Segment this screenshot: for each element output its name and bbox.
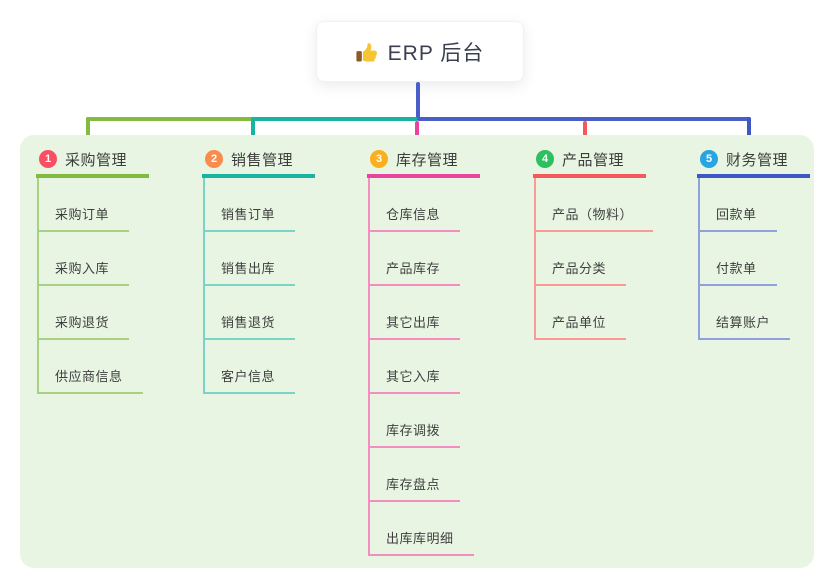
root-title: ERP 后台: [387, 41, 485, 65]
child-node-1-2[interactable]: 采购入库: [39, 232, 130, 286]
branch-label: 销售管理: [231, 151, 294, 169]
branch-column-5: 5 财务管理 回款单付款单结算账户: [697, 144, 839, 340]
branch-label: 财务管理: [726, 151, 789, 169]
bus-segment-sales: [252, 117, 418, 121]
branch-label: 产品管理: [562, 151, 625, 169]
child-node-2-1[interactable]: 销售订单: [205, 178, 296, 232]
branch-number-badge: 1: [39, 150, 57, 168]
bus-segment-purchase: [86, 117, 254, 121]
branch-number-badge: 2: [205, 150, 223, 168]
child-node-3-5[interactable]: 库存调拨: [370, 394, 461, 448]
branch-node-1[interactable]: 1 采购管理: [36, 144, 149, 178]
branch-node-5[interactable]: 5 财务管理: [697, 144, 810, 178]
branch-label: 库存管理: [396, 151, 459, 169]
branch-node-2[interactable]: 2 销售管理: [202, 144, 315, 178]
child-node-3-2[interactable]: 产品库存: [370, 232, 461, 286]
branch-children: 销售订单销售出库销售退货客户信息: [203, 178, 296, 394]
branch-number-badge: 3: [370, 150, 388, 168]
child-node-1-3[interactable]: 采购退货: [39, 286, 130, 340]
child-node-2-4[interactable]: 客户信息: [205, 340, 296, 394]
child-node-2-2[interactable]: 销售出库: [205, 232, 296, 286]
child-node-3-6[interactable]: 库存盘点: [370, 448, 461, 502]
child-node-4-2[interactable]: 产品分类: [536, 232, 627, 286]
child-node-4-3[interactable]: 产品单位: [536, 286, 627, 340]
child-node-2-3[interactable]: 销售退货: [205, 286, 296, 340]
branch-column-1: 1 采购管理 采购订单采购入库采购退货供应商信息: [36, 144, 194, 394]
child-node-1-4[interactable]: 供应商信息: [39, 340, 143, 394]
child-node-1-1[interactable]: 采购订单: [39, 178, 130, 232]
child-node-5-1[interactable]: 回款单: [700, 178, 777, 232]
child-node-5-3[interactable]: 结算账户: [700, 286, 791, 340]
branch-children: 仓库信息产品库存其它出库其它入库库存调拨库存盘点出库库明细: [368, 178, 474, 556]
branch-node-3[interactable]: 3 库存管理: [367, 144, 480, 178]
branch-column-4: 4 产品管理 产品（物料）产品分类产品单位: [533, 144, 691, 340]
child-node-3-1[interactable]: 仓库信息: [370, 178, 461, 232]
child-node-3-3[interactable]: 其它出库: [370, 286, 461, 340]
branch-children: 采购订单采购入库采购退货供应商信息: [37, 178, 143, 394]
child-node-3-7[interactable]: 出库库明细: [370, 502, 474, 556]
root-connector-line: [416, 82, 420, 119]
child-node-5-2[interactable]: 付款单: [700, 232, 777, 286]
bus-segment-right: [417, 117, 751, 121]
branch-number-badge: 4: [536, 150, 554, 168]
branch-column-2: 2 销售管理 销售订单销售出库销售退货客户信息: [202, 144, 360, 394]
branches-panel: 1 采购管理 采购订单采购入库采购退货供应商信息 2 销售管理 销售订单销售出库…: [20, 135, 814, 568]
branch-column-3: 3 库存管理 仓库信息产品库存其它出库其它入库库存调拨库存盘点出库库明细: [367, 144, 525, 556]
branch-node-4[interactable]: 4 产品管理: [533, 144, 646, 178]
branch-children: 回款单付款单结算账户: [698, 178, 791, 340]
root-node[interactable]: ERP 后台: [316, 21, 524, 82]
branch-number-badge: 5: [700, 150, 718, 168]
thumbs-up-icon: [356, 41, 378, 63]
branch-label: 采购管理: [65, 151, 128, 169]
child-node-3-4[interactable]: 其它入库: [370, 340, 461, 394]
child-node-4-1[interactable]: 产品（物料）: [536, 178, 654, 232]
branch-children: 产品（物料）产品分类产品单位: [534, 178, 654, 340]
